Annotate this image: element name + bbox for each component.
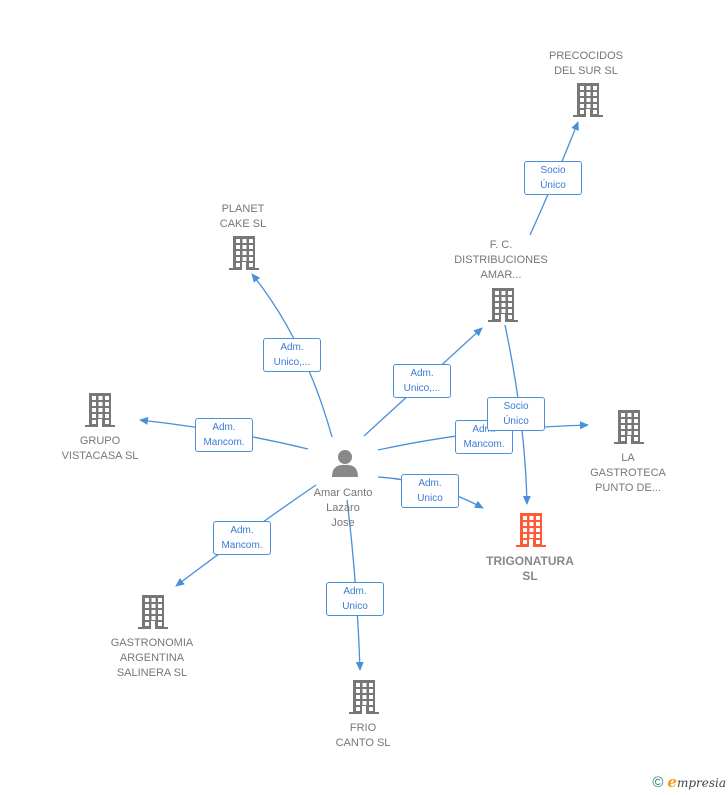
node-label-gastronomia[interactable]: GASTRONOMIA ARGENTINA SALINERA SL — [110, 637, 194, 679]
node-label-planet[interactable]: PLANET CAKE SL — [219, 203, 267, 230]
edge-label-frio[interactable]: Adm. Unico — [326, 582, 384, 616]
building-icon-trigonatura[interactable] — [516, 513, 546, 547]
building-icon-precocidos[interactable] — [573, 83, 603, 117]
node-label-trigonatura[interactable]: TRIGONATURA SL — [486, 554, 574, 583]
copyright-icon: © — [652, 774, 664, 791]
node-label-gastroteca[interactable]: LA GASTROTECA PUNTO DE... — [590, 452, 666, 494]
edge-label-fc-trigonatura[interactable]: Socio Único — [487, 397, 545, 431]
copyright-footer: ©empresia — [652, 773, 726, 791]
edge-label-planet[interactable]: Adm. Unico,... — [263, 338, 321, 372]
node-label-person[interactable]: Amar Canto Lazaro Jose — [313, 487, 373, 529]
node-label-precocidos[interactable]: PRECOCIDOS DEL SUR SL — [549, 50, 623, 77]
building-icon-gastronomia[interactable] — [138, 595, 168, 629]
node-label-frio[interactable]: FRIO CANTO SL — [335, 722, 391, 749]
empresia-logo: empresia — [667, 773, 726, 791]
building-icon-fc[interactable] — [488, 288, 518, 322]
edge-label-grupo[interactable]: Adm. Mancom. — [195, 418, 253, 452]
building-icon-gastroteca[interactable] — [614, 410, 644, 444]
edge-label-gastroteca[interactable]: Adm. Mancom. — [455, 420, 513, 454]
node-label-grupo[interactable]: GRUPO VISTACASA SL — [61, 435, 139, 462]
building-icon-grupo[interactable] — [85, 393, 115, 427]
edge-label-trigonatura[interactable]: Adm. Unico — [401, 474, 459, 508]
building-icon-frio[interactable] — [349, 680, 379, 714]
edge-label-fc-precocidos[interactable]: Socio Único — [524, 161, 582, 195]
building-icon-planet[interactable] — [229, 236, 259, 270]
edge-label-fc[interactable]: Adm. Unico,... — [393, 364, 451, 398]
node-label-fc[interactable]: F. C. DISTRIBUCIONES AMAR... — [454, 239, 548, 281]
person-icon[interactable] — [332, 450, 358, 477]
edge-label-gastronomia[interactable]: Adm. Mancom. — [213, 521, 271, 555]
